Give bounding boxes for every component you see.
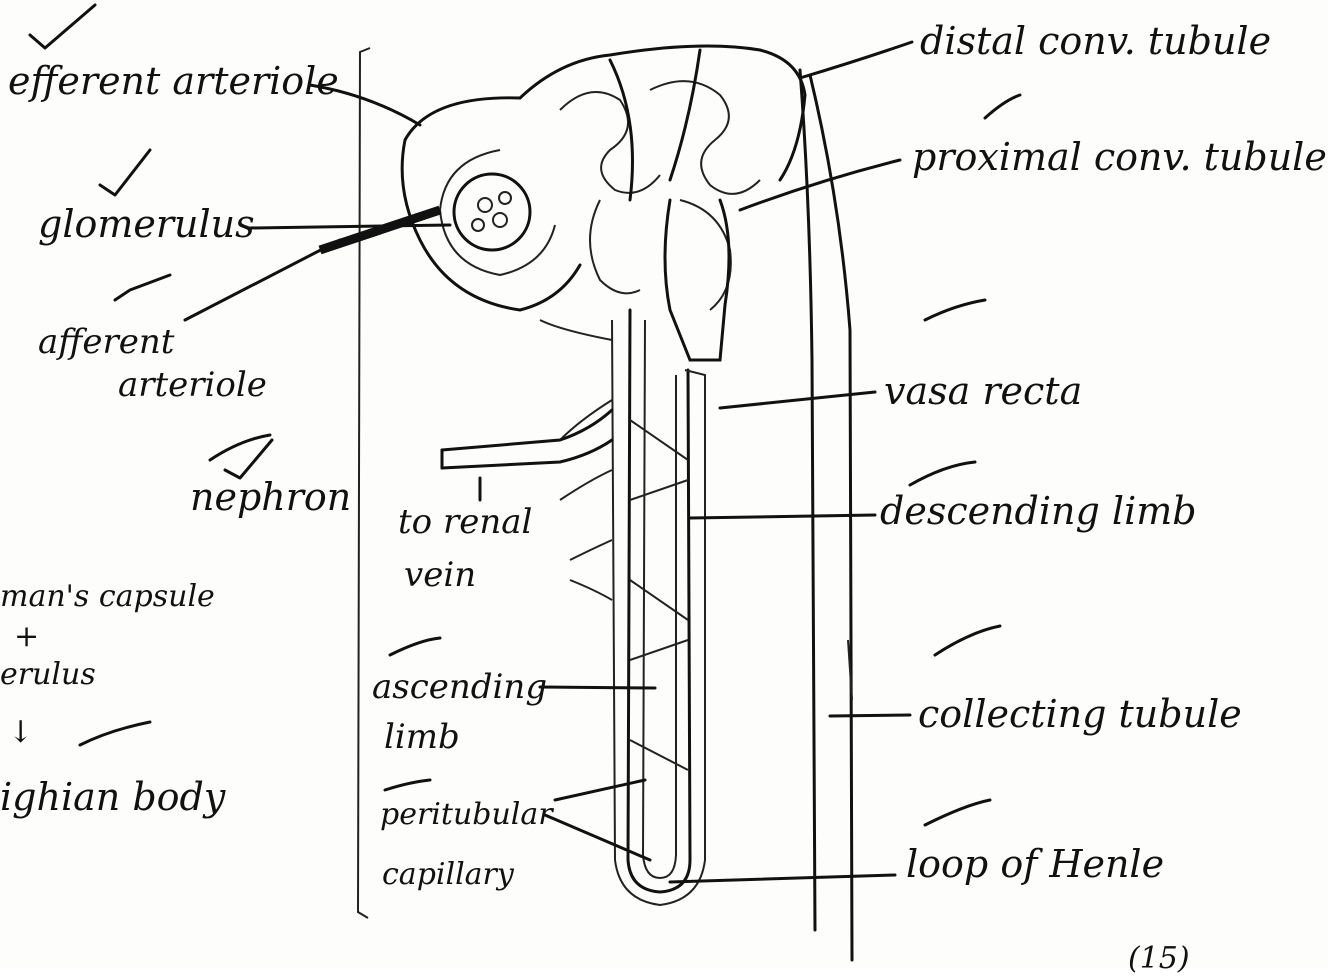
label-afferent: afferent	[38, 325, 174, 359]
label-loop-of-henle: loop of Henle	[906, 845, 1164, 883]
tick-mark	[30, 5, 95, 48]
tick-mark	[210, 435, 270, 460]
tick-mark	[935, 626, 1000, 655]
leader-vasa-recta	[720, 392, 875, 408]
label-to-renal: to renal	[398, 505, 532, 539]
leader-peritubular-2	[545, 815, 650, 860]
tubule-cluster-top	[520, 46, 805, 180]
label-bowmans-capsule: man's capsule	[0, 582, 215, 612]
capillary-branch-2	[670, 50, 700, 180]
score-mark: (15)	[1128, 944, 1190, 974]
label-nephron: nephron	[190, 478, 351, 516]
label-arteriole: arteriole	[118, 368, 267, 402]
tick-mark	[925, 800, 990, 825]
glomerulus-knot	[454, 174, 530, 250]
label-plus: +	[14, 622, 39, 652]
label-glomerulus: glomerulus	[38, 205, 255, 243]
tick-mark	[385, 780, 430, 790]
leader-descending-limb	[690, 515, 875, 518]
leader-proximal-tubule	[740, 160, 900, 210]
label-vein: vein	[404, 558, 476, 592]
collecting-tubule-left-wall	[800, 70, 815, 930]
leader-glomerulus	[250, 225, 450, 228]
proximal-tubule-body	[665, 200, 729, 360]
leader-ascending-limb	[540, 687, 655, 688]
loop-of-henle-inner	[643, 320, 676, 878]
label-efferent-arteriole: efferent arteriole	[8, 62, 339, 100]
tick-mark	[115, 275, 170, 300]
label-collecting-tubule: collecting tubule	[918, 695, 1242, 733]
tick-mark	[100, 150, 150, 195]
proximal-tubule-coil-2	[650, 81, 760, 194]
tick-mark	[390, 638, 440, 655]
leader-loop-of-henle	[670, 875, 895, 882]
label-limb: limb	[384, 720, 460, 754]
capillary-branch-1	[610, 60, 633, 200]
nephron-bracket	[358, 48, 370, 918]
label-ascending: ascending	[372, 670, 547, 704]
label-proximal-conv-tubule: proximal conv. tubule	[912, 138, 1327, 176]
label-malpighian-body: ighian body	[0, 778, 225, 816]
collecting-tubule-right-wall	[810, 75, 852, 960]
proximal-tubule-coil-3	[680, 200, 731, 310]
leader-collecting-tubule	[830, 715, 910, 716]
arrow-down-icon: ↓	[8, 718, 33, 748]
label-descending-limb: descending limb	[880, 492, 1197, 530]
tick-mark	[910, 462, 975, 485]
proximal-tubule-coil-1	[560, 92, 660, 193]
tick-mark	[925, 300, 985, 320]
leader-peritubular-1	[555, 780, 645, 800]
leader-distal-tubule	[800, 42, 912, 78]
renal-vein-top	[442, 410, 612, 450]
label-glomerulus-2: erulus	[0, 660, 96, 690]
label-capillary: capillary	[382, 860, 514, 890]
proximal-tubule-coil-4	[590, 200, 640, 293]
label-peritubular: peritubular	[380, 800, 553, 830]
tick-mark	[80, 722, 150, 745]
label-vasa-recta: vasa recta	[884, 372, 1082, 410]
leader-afferent-arteriole	[185, 240, 340, 320]
label-distal-conv-tubule: distal conv. tubule	[920, 22, 1271, 60]
tick-mark	[985, 95, 1020, 118]
